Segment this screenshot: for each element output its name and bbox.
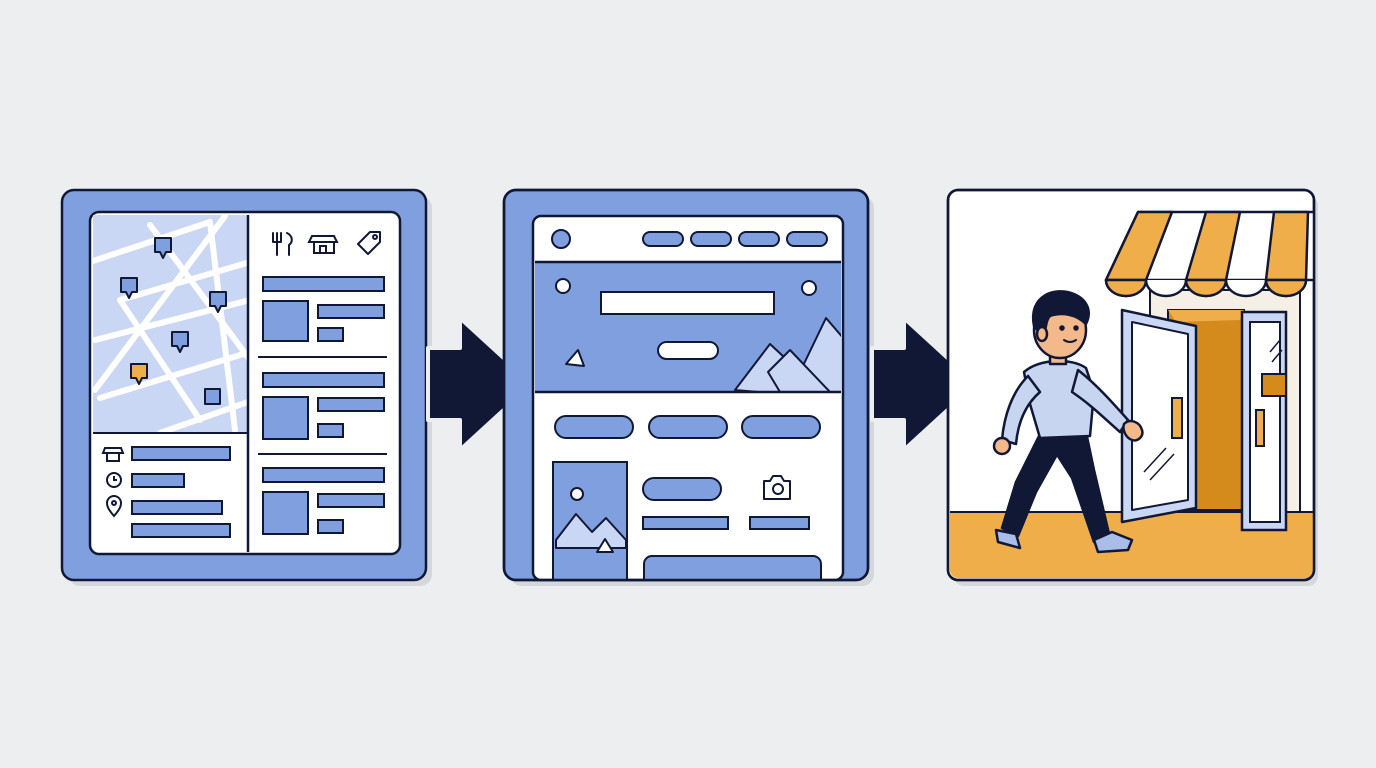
logo — [551, 229, 571, 249]
step-2-website-panel — [502, 188, 874, 586]
map-view — [93, 215, 248, 434]
map-pin-icon[interactable] — [209, 291, 227, 313]
category-pill[interactable] — [554, 415, 634, 439]
website-navbar — [551, 229, 828, 249]
product-detail-line — [749, 516, 810, 530]
step-1-search-panel — [60, 188, 432, 586]
awning-icon — [1104, 210, 1314, 298]
store-info — [101, 446, 231, 538]
category-pill[interactable] — [741, 415, 821, 439]
footer-block — [643, 555, 822, 580]
clock-icon — [106, 472, 122, 488]
hero-headline — [600, 291, 775, 315]
address-line-2 — [131, 523, 231, 538]
hero-cta-button[interactable] — [657, 341, 719, 360]
image-icon — [555, 487, 627, 553]
person-icon — [992, 290, 1144, 554]
mountain-icon — [734, 317, 841, 392]
nav-link[interactable] — [786, 231, 828, 247]
map-pin-icon-highlighted[interactable] — [130, 363, 148, 385]
map-pin-icon[interactable] — [154, 237, 172, 259]
list-item[interactable] — [262, 467, 385, 535]
tag-icon[interactable] — [357, 231, 381, 255]
nav-link[interactable] — [690, 231, 732, 247]
list-item[interactable] — [262, 372, 385, 440]
store-name-line — [131, 446, 231, 461]
thumbnail — [262, 300, 309, 342]
nav-link[interactable] — [738, 231, 780, 247]
open-door[interactable] — [1120, 308, 1198, 524]
address-line — [131, 500, 223, 515]
camera-icon[interactable] — [763, 475, 791, 500]
hours-line — [131, 473, 185, 488]
nav-link[interactable] — [642, 231, 684, 247]
website-content — [552, 415, 822, 581]
arrow-right-icon — [426, 316, 534, 452]
category-pill[interactable] — [648, 415, 728, 439]
step-3-visit-panel — [946, 188, 1318, 586]
product-card[interactable] — [552, 461, 628, 581]
arrow-right-icon — [870, 316, 978, 452]
door-handle[interactable] — [1171, 397, 1183, 439]
product-title — [642, 477, 722, 501]
thumbnail — [262, 396, 309, 440]
store-icon — [101, 447, 125, 462]
restaurant-icon[interactable] — [272, 232, 293, 256]
map-pin-icon[interactable] — [171, 331, 189, 353]
store-icon[interactable] — [307, 235, 339, 254]
product-detail-line — [642, 516, 729, 530]
location-pin-icon — [105, 495, 123, 518]
results-list — [258, 231, 387, 535]
door-icon[interactable] — [1240, 310, 1288, 532]
hero-section — [535, 260, 841, 394]
map-pin-icon[interactable] — [120, 277, 138, 299]
thumbnail — [262, 491, 309, 535]
list-item[interactable] — [262, 276, 385, 342]
map-marker-square[interactable] — [204, 388, 221, 405]
